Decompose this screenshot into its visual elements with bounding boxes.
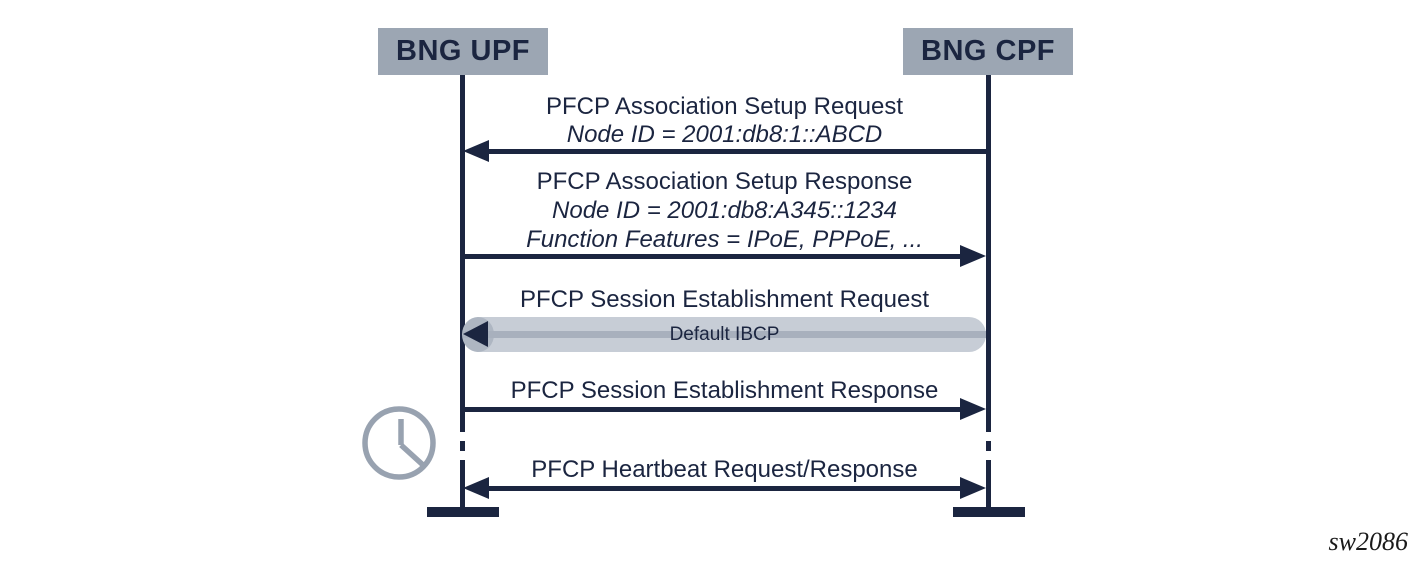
cpf-lifeline-solid-bottom [986,470,991,508]
message-arrow-assoc-setup-request [463,139,986,163]
actor-box-bng-cpf: BNG CPF [903,28,1073,75]
cpf-lifeline-dashed [986,422,991,470]
actor-box-bng-upf: BNG UPF [378,28,548,75]
arrow-shaft [475,486,974,491]
message-lane: PFCP Association Setup Request Node ID =… [462,0,986,565]
message-title-assoc-setup-request: PFCP Association Setup Request [545,93,904,120]
upf-lifeline-dashed [460,422,465,470]
message-title-assoc-setup-response: PFCP Association Setup Response [536,168,913,195]
tube-label: Default IBCP [669,323,780,345]
arrow-shaft [463,407,974,412]
message-note-node-id-upf: Node ID = 2001:db8:A345::1234 [552,197,897,224]
actor-label-bng-cpf: BNG CPF [921,35,1055,67]
message-title-heartbeat: PFCP Heartbeat Request/Response [531,456,918,483]
upf-lifeline-solid-bottom [460,470,465,508]
upf-terminator-bar [427,507,499,517]
message-title-session-establishment-request: PFCP Session Establishment Request [519,286,930,313]
arrowhead-right [960,398,986,420]
arrow-shaft [463,254,974,259]
cpf-lifeline-solid-top [986,75,991,422]
arrow-shaft [475,149,986,154]
message-arrow-heartbeat [463,476,986,500]
clock-icon [362,406,436,480]
default-ibcp-tube: Default IBCP [462,317,986,352]
arrowhead-right [960,477,986,499]
cpf-terminator-bar [953,507,1025,517]
message-note-node-id-cpf: Node ID = 2001:db8:1::ABCD [566,121,883,148]
tube-stripe [463,331,986,338]
message-arrow-session-establishment-response [463,397,986,421]
message-note-function-features: Function Features = IPoE, PPPoE, ... [526,226,923,253]
message-arrow-assoc-setup-response [463,244,986,268]
tube-arrowhead-left [463,321,488,347]
actor-label-bng-upf: BNG UPF [396,35,530,67]
message-title-session-establishment-response: PFCP Session Establishment Response [510,377,939,404]
arrowhead-right [960,245,986,267]
figure-id-label: sw2086 [1328,527,1408,556]
upf-lifeline-solid-top [460,75,465,422]
